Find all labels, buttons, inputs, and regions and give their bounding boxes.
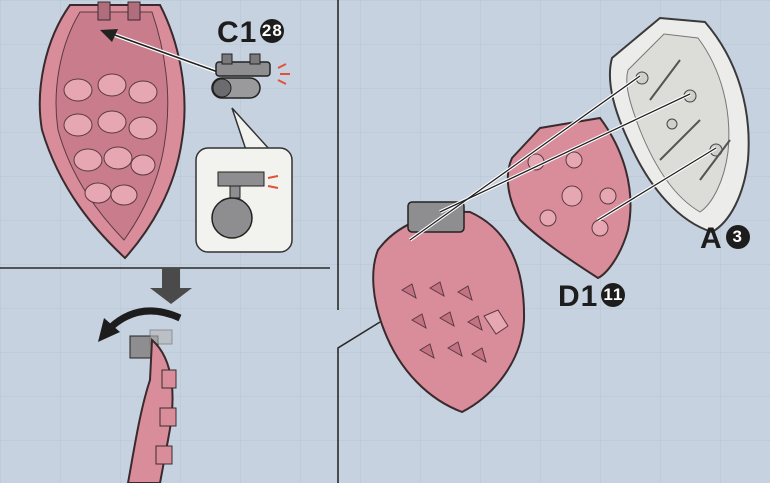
part-code-a: A <box>700 222 723 255</box>
part-code-d1: D1 <box>558 280 598 313</box>
runner-number-11: 11 <box>601 283 625 307</box>
runner-number-3: 3 <box>726 225 750 249</box>
runner-number-28: 28 <box>260 19 284 43</box>
part-code-c1: C1 <box>217 16 257 49</box>
